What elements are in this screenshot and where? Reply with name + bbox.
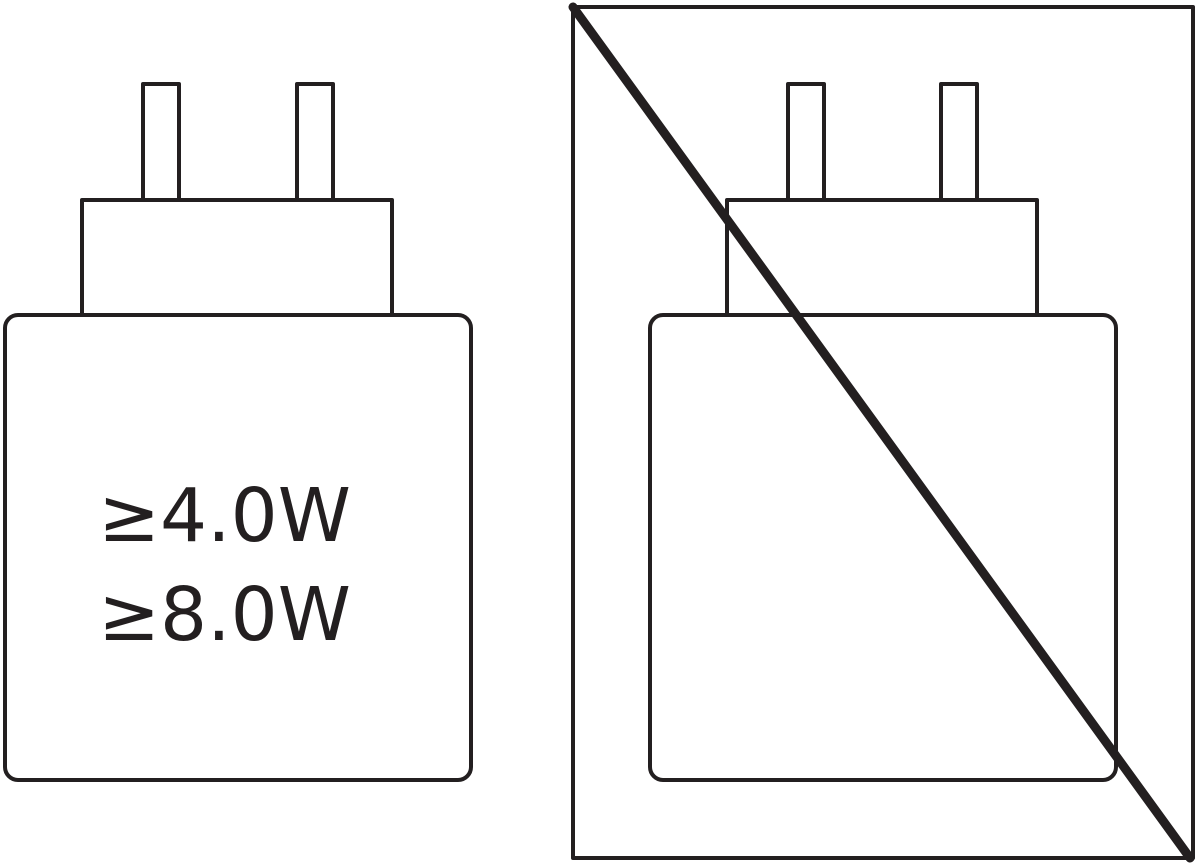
left-prong [786,82,826,202]
right-prong [939,82,979,202]
strike-through-line [568,2,1195,863]
prohibited-frame [571,5,1195,860]
allowed-charger-icon: ≥4.0W ≥8.0W [3,82,473,782]
prohibited-charger-icon [568,2,1195,863]
charger-body [648,313,1118,782]
right-prong [295,82,335,202]
left-prong [141,82,181,202]
rating-min-label: ≥4.0W [98,473,351,559]
plug-base [80,198,394,317]
rating-max-label: ≥8.0W [98,572,351,658]
charger-body [3,313,473,782]
plug-base [725,198,1039,317]
